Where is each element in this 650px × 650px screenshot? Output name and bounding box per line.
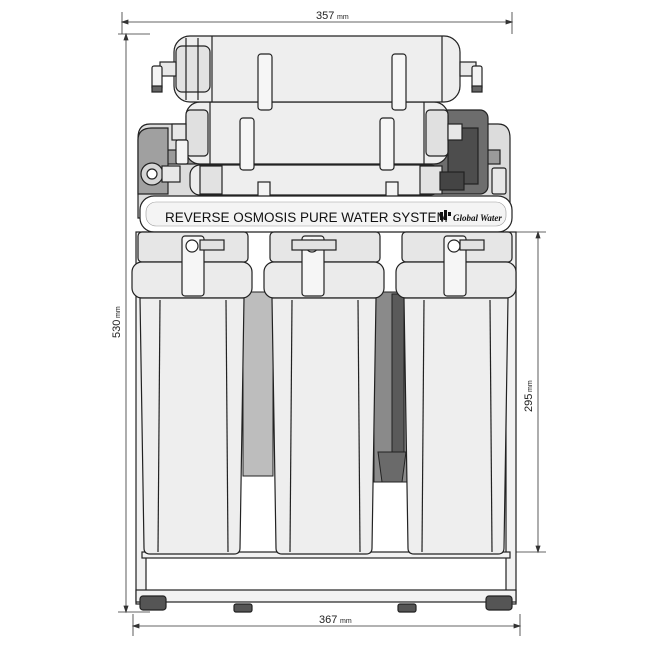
- filter-housing-middle: [263, 231, 385, 555]
- filter-housing-left: [131, 231, 253, 555]
- top-width-value: 357: [316, 10, 334, 22]
- brand-name: Global Water: [453, 213, 502, 223]
- bottom-width-unit: mm: [340, 618, 352, 625]
- dimension-bottom-width: [131, 614, 522, 636]
- top-width-unit: mm: [337, 14, 349, 21]
- membrane-top: [151, 35, 483, 111]
- banner-title: REVERSE OSMOSIS PURE WATER SYSTEM: [165, 210, 448, 225]
- banner: [139, 195, 513, 233]
- filter-housing-right: [395, 231, 517, 555]
- brand-logo-icon: [440, 210, 451, 220]
- left-fitting: [140, 139, 507, 195]
- housing-height-value: 295: [523, 394, 535, 412]
- housing-height-unit: mm: [527, 380, 534, 392]
- bottom-width-value: 367: [319, 614, 337, 626]
- back-panel: [242, 291, 409, 483]
- membrane-lower: [189, 164, 465, 203]
- dimension-total-height: [118, 32, 150, 614]
- total-height-value: 530: [111, 320, 123, 338]
- membrane-middle: [171, 101, 463, 171]
- dimension-top-width: [120, 12, 514, 34]
- total-height-unit: mm: [115, 306, 122, 318]
